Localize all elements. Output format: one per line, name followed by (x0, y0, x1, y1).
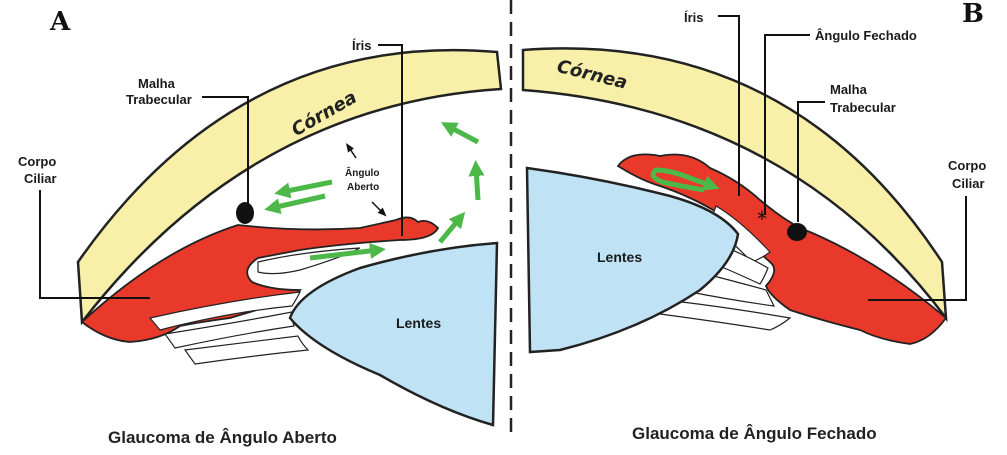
panel-a-iris-label: Íris (352, 38, 372, 53)
panel-a-ciliary-leader (39, 190, 150, 299)
panel-a-zonule-3 (183, 335, 310, 365)
panel-b-lens (525, 166, 740, 354)
panel-b-flow-arrow (650, 167, 720, 193)
panel-b-ciliary-label-2: Ciliar (952, 176, 985, 191)
panel-a-ciliary-label-1: Corpo (18, 154, 56, 169)
panel-a-flow-arrow-2 (438, 211, 466, 244)
panel-b-closed-angle-leader (764, 34, 810, 215)
panel-a-angle-arrow-up (346, 143, 357, 159)
panel-b-iris-leader (718, 15, 740, 196)
panel-a-flow-arrow-4 (440, 122, 480, 145)
panel-b-letter: B (962, 0, 984, 29)
panel-a-lens-label: Lentes (396, 315, 441, 331)
panel-a-iris-leader (378, 44, 403, 236)
panel-a-lens (288, 241, 499, 427)
panel-a-flow-arrow-3 (468, 160, 485, 201)
panel-b-iris-label: Íris (684, 10, 704, 25)
panel-a-trabecular-meshwork (236, 202, 254, 224)
panel-a-letter: A (49, 7, 71, 37)
panel-a-zonule-1 (148, 291, 302, 331)
panel-a-trabecular-label-2: Trabecular (126, 92, 192, 107)
panel-a-angle-label-1: Ângulo (345, 166, 379, 179)
panel-a-cornea (76, 48, 503, 326)
panel-a-caption: Glaucoma de Ângulo Aberto (108, 428, 337, 447)
panel-a: A Córnea Ângulo Aberto Lentes Íris Malha (18, 7, 503, 447)
panel-a-trabecular-label-1: Malha (138, 76, 176, 91)
panel-a-ciliary-label-2: Ciliar (24, 171, 57, 186)
panel-a-angle-arrow-down (371, 201, 387, 217)
panel-b-ciliary-leader (868, 196, 967, 301)
panel-b-trabecular-label-1: Malha (830, 82, 868, 97)
panel-a-ciliary-body (80, 216, 440, 343)
panel-b-ciliary-label-1: Corpo (948, 158, 986, 173)
panel-b-trabecular-meshwork (787, 223, 807, 241)
panel-b-trabecular-label-2: Trabecular (830, 100, 896, 115)
panel-b-trabecular-leader (797, 101, 825, 222)
panel-b: B * Córnea Lentes Íris Ângulo Fechado Ma… (521, 0, 986, 443)
panel-a-flow-arrow-5 (274, 179, 333, 199)
panel-b-caption: Glaucoma de Ângulo Fechado (632, 424, 877, 443)
panel-b-zonule-4 (659, 299, 792, 331)
panel-a-trabecular-leader (202, 96, 249, 206)
panel-b-closed-angle-label: Ângulo Fechado (815, 28, 917, 43)
panel-b-closed-angle-star: * (757, 207, 767, 231)
panel-a-angle-label-2: Aberto (347, 182, 379, 193)
panel-a-flow-arrow-6 (264, 193, 326, 215)
panel-a-flow-arrow-1 (309, 242, 386, 261)
panel-b-lens-label: Lentes (597, 249, 642, 265)
